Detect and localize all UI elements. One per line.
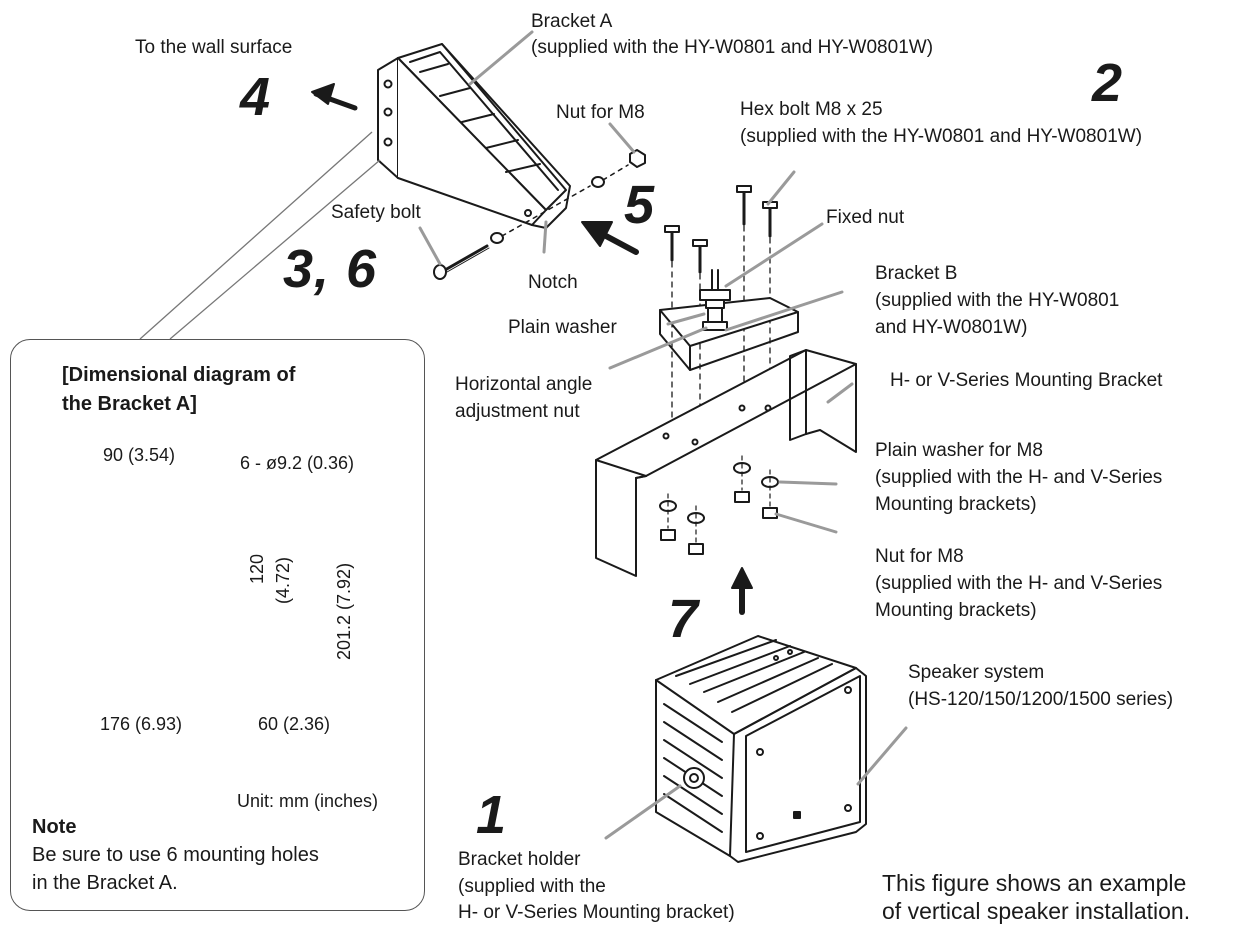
hex-bolt-supply-label: (supplied with the HY-W0801 and HY-W0801… bbox=[740, 126, 1143, 147]
horizontal-nut-label-2: adjustment nut bbox=[455, 401, 580, 422]
bracket-b-supply-label-2: and HY-W0801W) bbox=[875, 317, 1028, 338]
speaker-system-label: Speaker system bbox=[908, 662, 1045, 683]
hex-bolts bbox=[664, 185, 778, 274]
caption-line-1: This figure shows an example bbox=[882, 870, 1187, 896]
wall-surface-label: To the wall surface bbox=[135, 37, 293, 58]
bracket-holder-supply-2: H- or V-Series Mounting bracket) bbox=[458, 902, 735, 923]
washers-nuts bbox=[659, 462, 779, 555]
plain-washer-label: Plain washer bbox=[508, 317, 617, 338]
speaker-series-label: (HS-120/150/1200/1500 series) bbox=[908, 689, 1174, 710]
plain-washer-m8-supply-2: Mounting brackets) bbox=[875, 494, 1037, 515]
unit-label: Unit: mm (inches) bbox=[237, 791, 379, 811]
speaker-drawing bbox=[655, 635, 867, 863]
dim-201-label: 201.2 (7.92) bbox=[334, 562, 354, 660]
nut-m8-top-label: Nut for M8 bbox=[556, 102, 645, 123]
dim-120-inch-label: (4.72) bbox=[273, 556, 293, 604]
note-heading: Note bbox=[32, 816, 77, 838]
dim-holes-label: 6 - ø9.2 (0.36) bbox=[240, 453, 355, 473]
plain-washer-m8-supply-1: (supplied with the H- and V-Series bbox=[875, 467, 1163, 488]
bracket-a-label: Bracket A bbox=[531, 11, 613, 32]
fixed-nut-label: Fixed nut bbox=[826, 207, 905, 228]
bracket-b-label: Bracket B bbox=[875, 263, 958, 284]
mounting-bracket-label: H- or V-Series Mounting Bracket bbox=[890, 370, 1163, 391]
bracket-a-supply-label: (supplied with the HY-W0801 and HY-W0801… bbox=[531, 37, 934, 58]
step-4-number: 4 bbox=[240, 67, 272, 127]
dim-120-label: 120 bbox=[247, 553, 267, 584]
bracket-a-drawing bbox=[377, 43, 571, 229]
dim-176-label: 176 (6.93) bbox=[100, 714, 183, 734]
detail-title-2: the Bracket A] bbox=[62, 393, 197, 415]
bracket-holder-label: Bracket holder bbox=[458, 849, 581, 870]
nut-m8-supply-2: Mounting brackets) bbox=[875, 600, 1037, 621]
detail-title-1: [Dimensional diagram of bbox=[62, 364, 296, 386]
step-2-number: 2 bbox=[1092, 53, 1124, 113]
dim-90-label: 90 (3.54) bbox=[103, 445, 176, 465]
step-5-number: 5 bbox=[624, 175, 656, 235]
bracket-holder-supply-1: (supplied with the bbox=[458, 876, 606, 897]
step-1-number: 1 bbox=[476, 785, 508, 845]
nut-m8-supply-1: (supplied with the H- and V-Series bbox=[875, 573, 1163, 594]
horizontal-nut-label-1: Horizontal angle bbox=[455, 374, 593, 395]
plain-washer-m8-label: Plain washer for M8 bbox=[875, 440, 1043, 461]
note-line-2: in the Bracket A. bbox=[32, 872, 178, 894]
bracket-b-supply-label-1: (supplied with the HY-W0801 bbox=[875, 290, 1120, 311]
nut-m8-label: Nut for M8 bbox=[875, 546, 964, 567]
safety-bolt-label: Safety bolt bbox=[331, 202, 421, 223]
note-line-1: Be sure to use 6 mounting holes bbox=[32, 844, 319, 866]
dim-60-label: 60 (2.36) bbox=[258, 714, 331, 734]
notch-label: Notch bbox=[528, 272, 578, 293]
caption-line-2: of vertical speaker installation. bbox=[882, 898, 1191, 924]
dimension-callout-box bbox=[10, 339, 425, 911]
mounting-bracket-drawing bbox=[595, 349, 857, 577]
hex-bolt-label: Hex bolt M8 x 25 bbox=[740, 99, 883, 120]
step-7-number: 7 bbox=[668, 589, 700, 649]
step-3-6-number: 3, 6 bbox=[283, 239, 378, 299]
